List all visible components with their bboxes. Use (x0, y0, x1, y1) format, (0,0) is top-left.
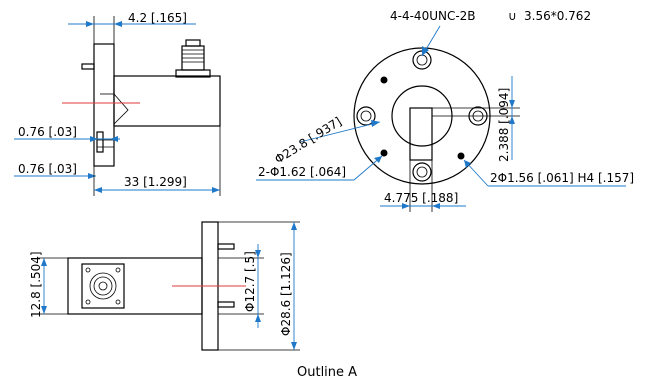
bottom-connector (81, 263, 125, 309)
label-pin-holes: 2-Φ1.62 [.064] (258, 165, 346, 179)
label-slot-offset: 4.775 [.188] (384, 191, 458, 205)
label-tapped-holes: 4-4-40UNC-2B (390, 9, 476, 23)
side-flange (93, 43, 115, 167)
label-slot-height: 2.388 [.094] (497, 88, 511, 162)
label-small-holes: 2Φ1.56 [.061] H4 [.157] (490, 171, 634, 185)
bottom-pin-bottom (217, 301, 235, 308)
caption: Outline A (297, 365, 357, 380)
label-body-height: 12.8 [.504] (29, 251, 43, 318)
dim-length: 33 [1.299] (124, 175, 187, 189)
label-pilot-diameter: Φ12.7 [.5] (243, 251, 257, 312)
pin-hole-left (380, 149, 388, 157)
side-body (113, 75, 221, 127)
side-view: 4.2 [.165] 0.76 [.03] 0.76 [.03] 33 [1.2… (14, 11, 221, 196)
counterbore-symbol: ∪ (508, 9, 517, 23)
label-flange-diameter: Φ28.6 [1.126] (279, 252, 293, 336)
front-view: 4-4-40UNC-2B ∪ 3.56*0.762 Φ23.8 [.937] 2… (256, 9, 634, 212)
bottom-pin-top (217, 243, 235, 250)
small-hole (457, 152, 465, 160)
dim-step-upper: 0.76 [.03] (18, 125, 77, 139)
pin-hole-right (380, 76, 388, 84)
label-counterbore: 3.56*0.762 (524, 9, 591, 23)
front-slot (409, 107, 433, 161)
side-pin (81, 63, 95, 70)
side-connector (175, 39, 211, 78)
bottom-view: 12.8 [.504] Φ12.7 [.5] Φ28.6 [1.126] (29, 221, 300, 351)
dim-flange-thickness: 4.2 [.165] (128, 11, 187, 25)
label-bolt-circle: Φ23.8 [.937] (272, 114, 344, 166)
dim-step-lower: 0.76 [.03] (18, 162, 77, 176)
